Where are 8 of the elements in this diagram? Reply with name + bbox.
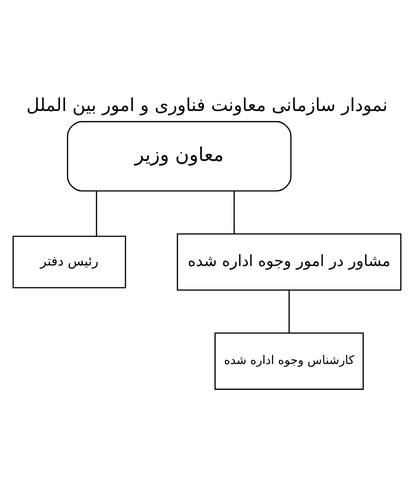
connector <box>288 290 290 332</box>
node-box: معاون وزیر <box>66 120 292 192</box>
node-box: رئیس دفتر <box>12 235 126 288</box>
node-box: کارشناس وجوه اداره شده <box>214 332 364 390</box>
node-box: مشاور در امور وجوه اداره شده <box>176 232 402 290</box>
connector <box>234 191 235 234</box>
connector <box>96 191 98 236</box>
diagram-title: نمودار سازمانی معاونت فناوری و امور بین الملل <box>26 94 388 116</box>
